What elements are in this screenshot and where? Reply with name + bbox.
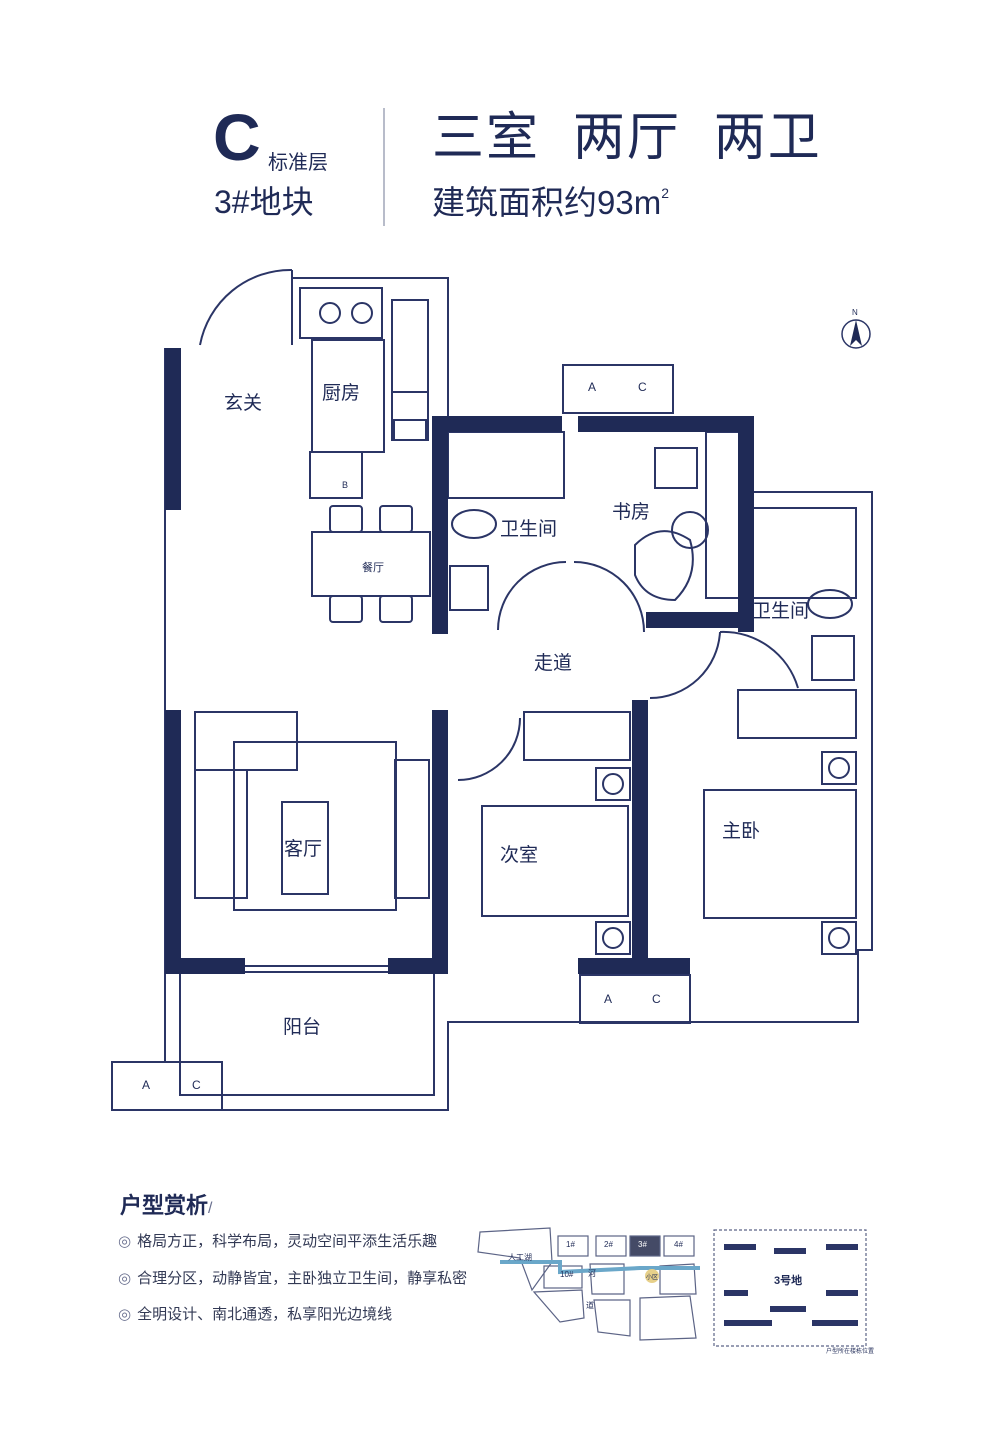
kitchen-sink (391, 391, 429, 441)
ac-balcony-a: A (142, 1078, 151, 1092)
room-kitchen: 厨房 (322, 383, 361, 404)
basin-2 (811, 635, 855, 681)
feature-text: 合理分区，动静皆宜，主卧独立卫生间，静享私密 (137, 1270, 468, 1287)
analysis-title-text: 户型赏析 (120, 1193, 209, 1218)
wardrobe-second (523, 711, 631, 761)
block-label: 3#地块 (214, 184, 314, 220)
feature-text: 格局方正，科学布局，灵动空间平添生活乐趣 (137, 1233, 438, 1250)
ac-top-c: C (638, 380, 647, 394)
toilet-1 (451, 509, 497, 539)
room-balcony: 阳台 (283, 1017, 322, 1038)
area-superscript: 2 (661, 185, 669, 201)
room-master-bedroom: 主卧 (722, 821, 761, 842)
toilet-2 (807, 589, 853, 619)
ac-bottom-a: A (604, 992, 613, 1006)
dining-table (311, 531, 431, 597)
ac-unit-top (562, 364, 674, 414)
study-chair (654, 447, 698, 489)
room-corridor: 走道 (534, 653, 573, 674)
site-building-1: 1# (566, 1240, 575, 1249)
basin-1 (449, 565, 489, 611)
study-desk (705, 431, 743, 599)
room-study: 书房 (612, 502, 651, 523)
feature-3: ◎ 全明设计、南北通透，私享阳光边境线 (118, 1303, 392, 1324)
room-living: 客厅 (284, 839, 323, 860)
room-bathroom-1: 卫生间 (500, 519, 558, 540)
ac-balcony-c: C (192, 1078, 201, 1092)
site-lake: 人工湖 (508, 1253, 532, 1262)
analysis-slash: / (208, 1200, 213, 1217)
site-school: 小区 (646, 1275, 659, 1281)
site-map (477, 1227, 867, 1347)
site-building-2: 2# (604, 1240, 613, 1249)
ac-top-a: A (588, 380, 597, 394)
room-entrance: 玄关 (224, 393, 263, 414)
north-label: N (852, 308, 858, 317)
river-line (500, 1260, 700, 1275)
site-plot-label: 3号地 (774, 1275, 803, 1287)
rug (233, 741, 397, 911)
site-map-plot-buildings (724, 1244, 858, 1326)
site-road: 道 (586, 1301, 594, 1310)
north-arrow (841, 319, 871, 349)
lounge-chair (634, 530, 694, 602)
site-building-3: 3# (638, 1240, 647, 1249)
second-bed (481, 805, 629, 917)
fridge-label: B (342, 480, 349, 490)
area-text: 建筑面积约93m (432, 184, 662, 221)
ac-bottom-c: C (652, 992, 661, 1006)
unit-type-letter: C (213, 100, 261, 174)
room-second-bedroom: 次室 (500, 845, 539, 866)
entrance-door-arc (199, 268, 293, 346)
feature-text: 全明设计、南北通透，私享阳光边境线 (137, 1306, 393, 1323)
stove (299, 287, 383, 339)
feature-2: ◎ 合理分区，动静皆宜，主卧独立卫生间，静享私密 (118, 1267, 467, 1288)
analysis-title: 户型赏析/ (120, 1188, 212, 1220)
master-bed (703, 789, 857, 919)
feature-marker: ◎ (118, 1233, 132, 1250)
structural-walls (165, 348, 754, 974)
coffee-table (281, 801, 329, 895)
feature-1: ◎ 格局方正，科学布局，灵动空间平添生活乐趣 (118, 1230, 437, 1251)
feature-marker: ◎ (118, 1306, 132, 1323)
ac-unit-bottom (579, 974, 691, 1024)
school-marker (645, 1269, 659, 1283)
header-divider (383, 108, 385, 226)
ac-unit-balcony (111, 1061, 223, 1111)
area-label: 建筑面积约93m2 (432, 186, 669, 219)
site-river: 河 (588, 1269, 596, 1278)
floor-label: 标准层 (268, 152, 328, 174)
site-caption: 户型所在楼栋位置 (826, 1349, 875, 1355)
layout-title: 三室 两厅 两卫 (432, 109, 822, 167)
wardrobe-master (737, 689, 857, 739)
feature-marker: ◎ (118, 1270, 132, 1287)
fridge (309, 451, 363, 499)
site-building-4: 4# (674, 1240, 683, 1249)
room-bathroom-2: 卫生间 (752, 601, 810, 622)
room-dining: 餐厅 (362, 562, 384, 574)
site-building-10: 10# (560, 1270, 574, 1279)
tv-cabinet (394, 759, 430, 899)
sofa (194, 769, 248, 899)
